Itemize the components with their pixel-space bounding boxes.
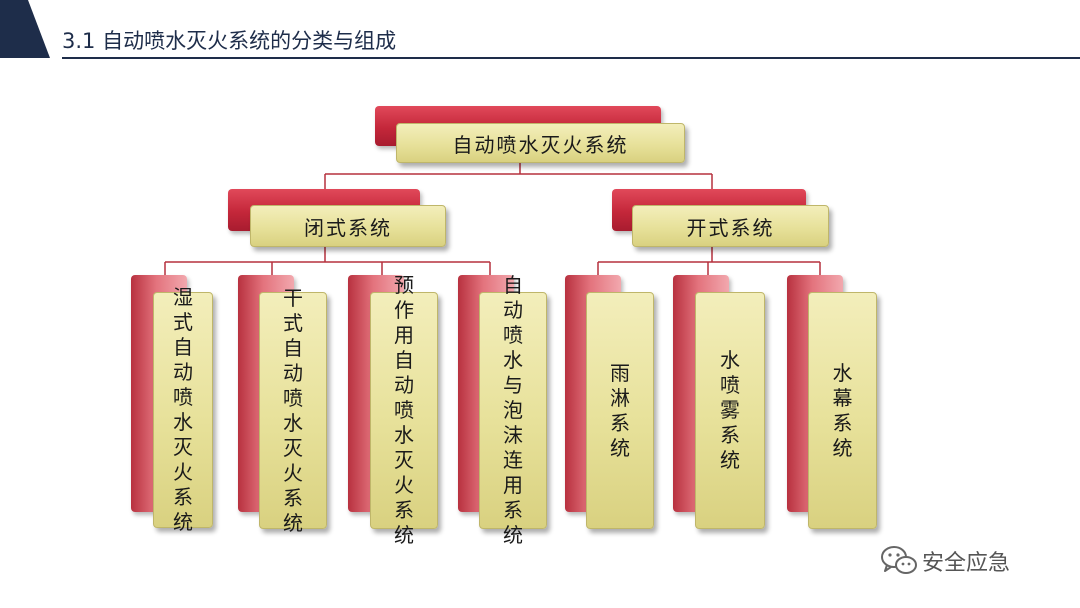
closed-system-label: 闭式系统 bbox=[304, 215, 392, 240]
wet-system-label: 湿式自动喷水灭火系统 bbox=[173, 285, 193, 534]
header-divider bbox=[62, 57, 1080, 59]
wechat-icon bbox=[881, 546, 917, 574]
water-curtain-system-node: 水幕系统 bbox=[808, 292, 877, 529]
water-curtain-system-label: 水幕系统 bbox=[832, 360, 853, 460]
dry-system-label: 干式自动喷水灭火系统 bbox=[283, 285, 303, 535]
deluge-system-label: 雨淋系统 bbox=[610, 360, 630, 460]
water-spray-system-label: 水喷雾系统 bbox=[720, 348, 740, 472]
page-title: 3.1 自动喷水灭火系统的分类与组成 bbox=[62, 29, 397, 53]
foam-system-label: 自动喷水与泡沫连用系统 bbox=[503, 273, 523, 547]
root-node: 自动喷水灭火系统 bbox=[396, 123, 685, 163]
watermark-text: 安全应急 bbox=[922, 551, 1011, 576]
open-system-label: 开式系统 bbox=[686, 215, 775, 240]
wet-system-node: 湿式自动喷水灭火系统 bbox=[153, 285, 213, 534]
closed-system-node: 闭式系统 bbox=[250, 205, 446, 247]
foam-system-node: 自动喷水与泡沫连用系统 bbox=[479, 273, 547, 547]
dry-system-node: 干式自动喷水灭火系统 bbox=[259, 286, 327, 535]
deluge-system-node: 雨淋系统 bbox=[586, 292, 654, 529]
root-node-label: 自动喷水灭火系统 bbox=[452, 132, 629, 157]
preaction-system-node: 预作用自动喷水灭火系统 bbox=[370, 273, 438, 547]
preaction-system-label: 预作用自动喷水灭火系统 bbox=[394, 273, 414, 547]
watermark: 安全应急 bbox=[880, 543, 1010, 579]
header-accent-shape bbox=[0, 0, 50, 58]
open-system-node: 开式系统 bbox=[632, 205, 829, 247]
water-spray-system-node: 水喷雾系统 bbox=[695, 292, 765, 529]
